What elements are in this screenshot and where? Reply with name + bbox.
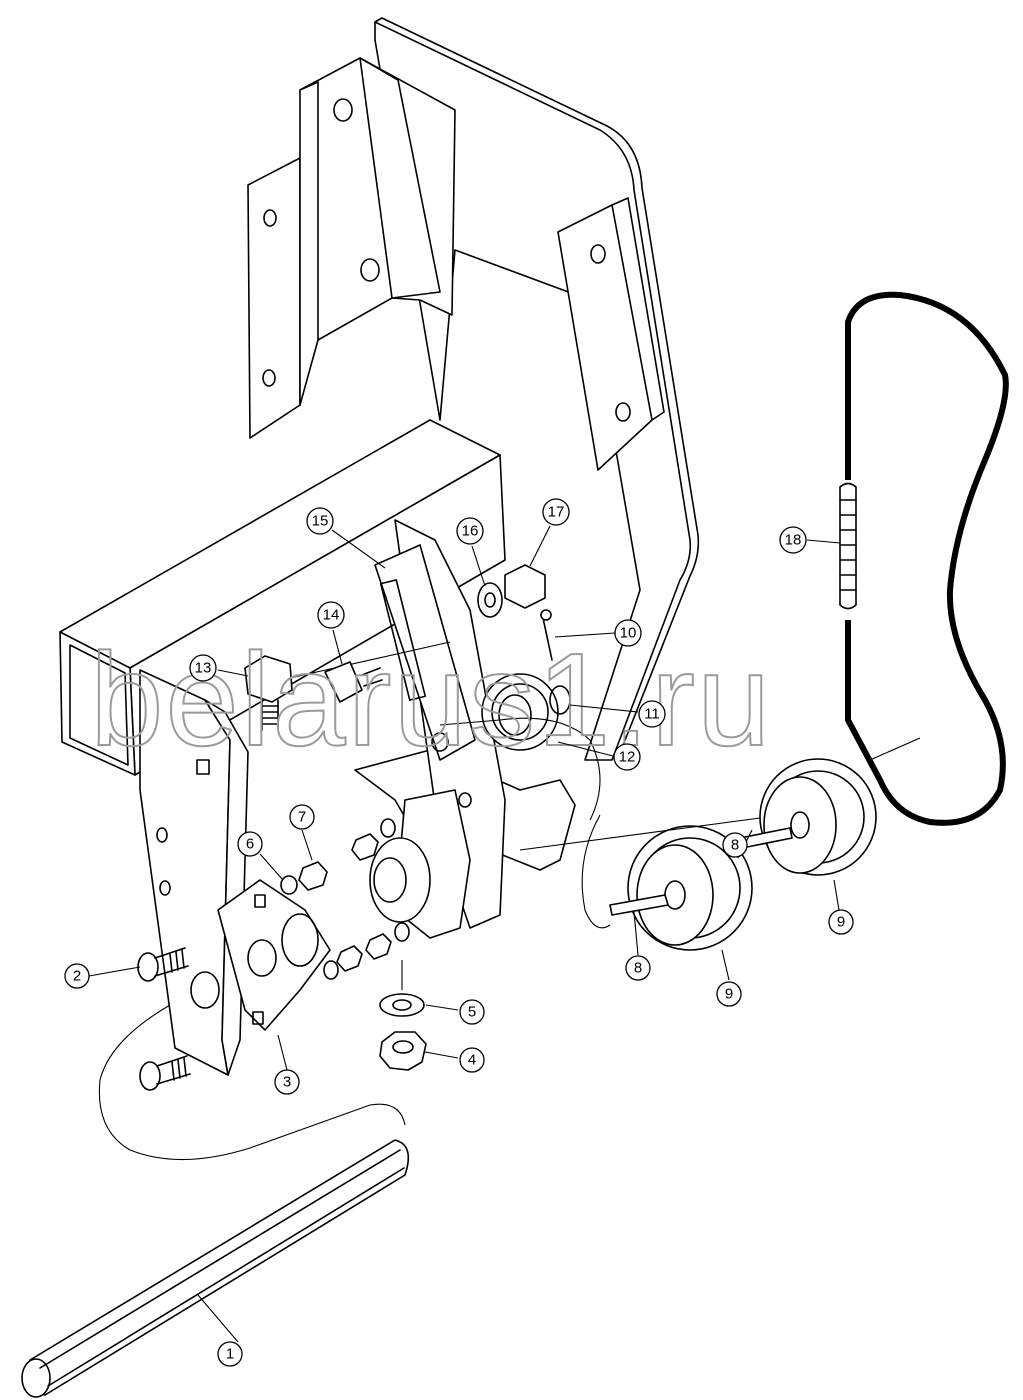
callout-4: 4 — [459, 1047, 485, 1073]
callout-12: 12 — [613, 743, 641, 771]
svg-text:9: 9 — [837, 914, 845, 931]
leader-lines — [88, 525, 841, 1343]
angle-bracket — [247, 57, 456, 439]
callout-8-lower: 8 — [625, 955, 651, 981]
svg-text:14: 14 — [323, 607, 340, 624]
bearing-flange — [217, 879, 331, 1031]
callouts: 1 2 3 4 5 6 7 8 8 9 9 10 11 12 13 14 15 … — [64, 498, 854, 1367]
callout-10: 10 — [614, 619, 642, 647]
svg-text:8: 8 — [634, 960, 642, 977]
callout-17: 17 — [542, 498, 570, 526]
callout-13: 13 — [189, 654, 217, 682]
svg-text:2: 2 — [73, 968, 81, 985]
washer-nut-pin — [477, 564, 553, 661]
callout-15: 15 — [306, 507, 334, 535]
drive-sprockets — [519, 758, 877, 951]
small-sprocket — [481, 673, 571, 751]
svg-text:7: 7 — [298, 809, 306, 826]
callout-9-lower: 9 — [716, 981, 742, 1007]
hex-bolt — [244, 641, 451, 731]
small-fasteners — [280, 818, 410, 980]
carriage-bolts — [137, 947, 191, 1091]
washer-and-flange-nut — [379, 960, 427, 1071]
callout-8-upper: 8 — [722, 832, 748, 858]
svg-text:15: 15 — [312, 513, 329, 530]
callout-18: 18 — [779, 526, 807, 554]
callout-11: 11 — [638, 700, 666, 728]
svg-text:16: 16 — [462, 523, 479, 540]
callout-6: 6 — [237, 831, 263, 857]
callout-3: 3 — [274, 1069, 300, 1095]
callout-2: 2 — [64, 963, 90, 989]
svg-text:9: 9 — [725, 986, 733, 1003]
svg-text:6: 6 — [246, 836, 254, 853]
svg-text:12: 12 — [619, 749, 636, 766]
svg-text:10: 10 — [620, 625, 637, 642]
side-strap — [557, 197, 665, 471]
svg-text:4: 4 — [468, 1052, 476, 1069]
svg-text:5: 5 — [468, 1004, 476, 1021]
callout-14: 14 — [317, 601, 345, 629]
hex-shaft — [21, 1139, 410, 1398]
callout-5: 5 — [459, 999, 485, 1025]
drive-chain-loop — [839, 291, 1009, 826]
callout-7: 7 — [289, 804, 315, 830]
svg-text:11: 11 — [644, 706, 660, 723]
callout-1: 1 — [217, 1341, 243, 1367]
callout-16: 16 — [456, 517, 484, 545]
svg-text:3: 3 — [283, 1074, 291, 1091]
assembly-lines — [98, 717, 611, 1161]
svg-text:8: 8 — [731, 837, 739, 854]
callout-9-upper: 9 — [828, 909, 854, 935]
svg-text:18: 18 — [785, 532, 802, 549]
svg-text:17: 17 — [548, 504, 565, 521]
watermark: belarus1.ru — [90, 626, 772, 773]
svg-text:1: 1 — [226, 1346, 234, 1363]
svg-text:13: 13 — [195, 660, 212, 677]
